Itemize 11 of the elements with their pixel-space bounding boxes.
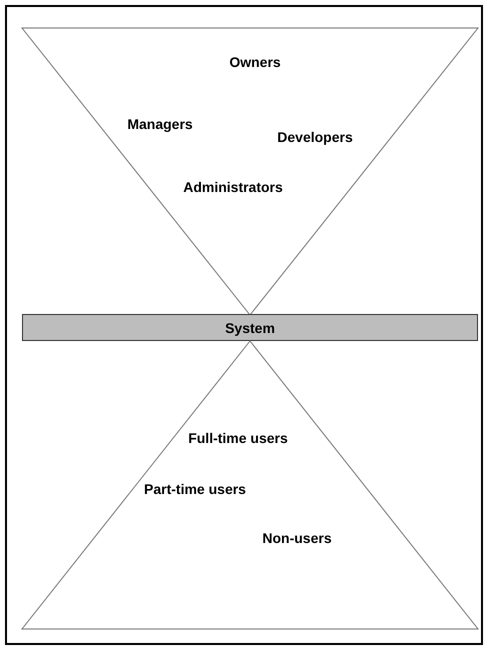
triangle: [22, 341, 478, 629]
group-label: Developers: [277, 129, 353, 145]
bar-label: System: [225, 320, 275, 336]
group-label: Managers: [127, 116, 193, 132]
group-label: Part-time users: [144, 481, 246, 497]
group-label: Administrators: [183, 179, 283, 195]
group-label: Full-time users: [188, 430, 288, 446]
group-label: Non-users: [262, 530, 332, 546]
group-label: Owners: [229, 54, 281, 70]
inverted-triangle: [22, 28, 478, 315]
system-bar: [22, 314, 478, 341]
